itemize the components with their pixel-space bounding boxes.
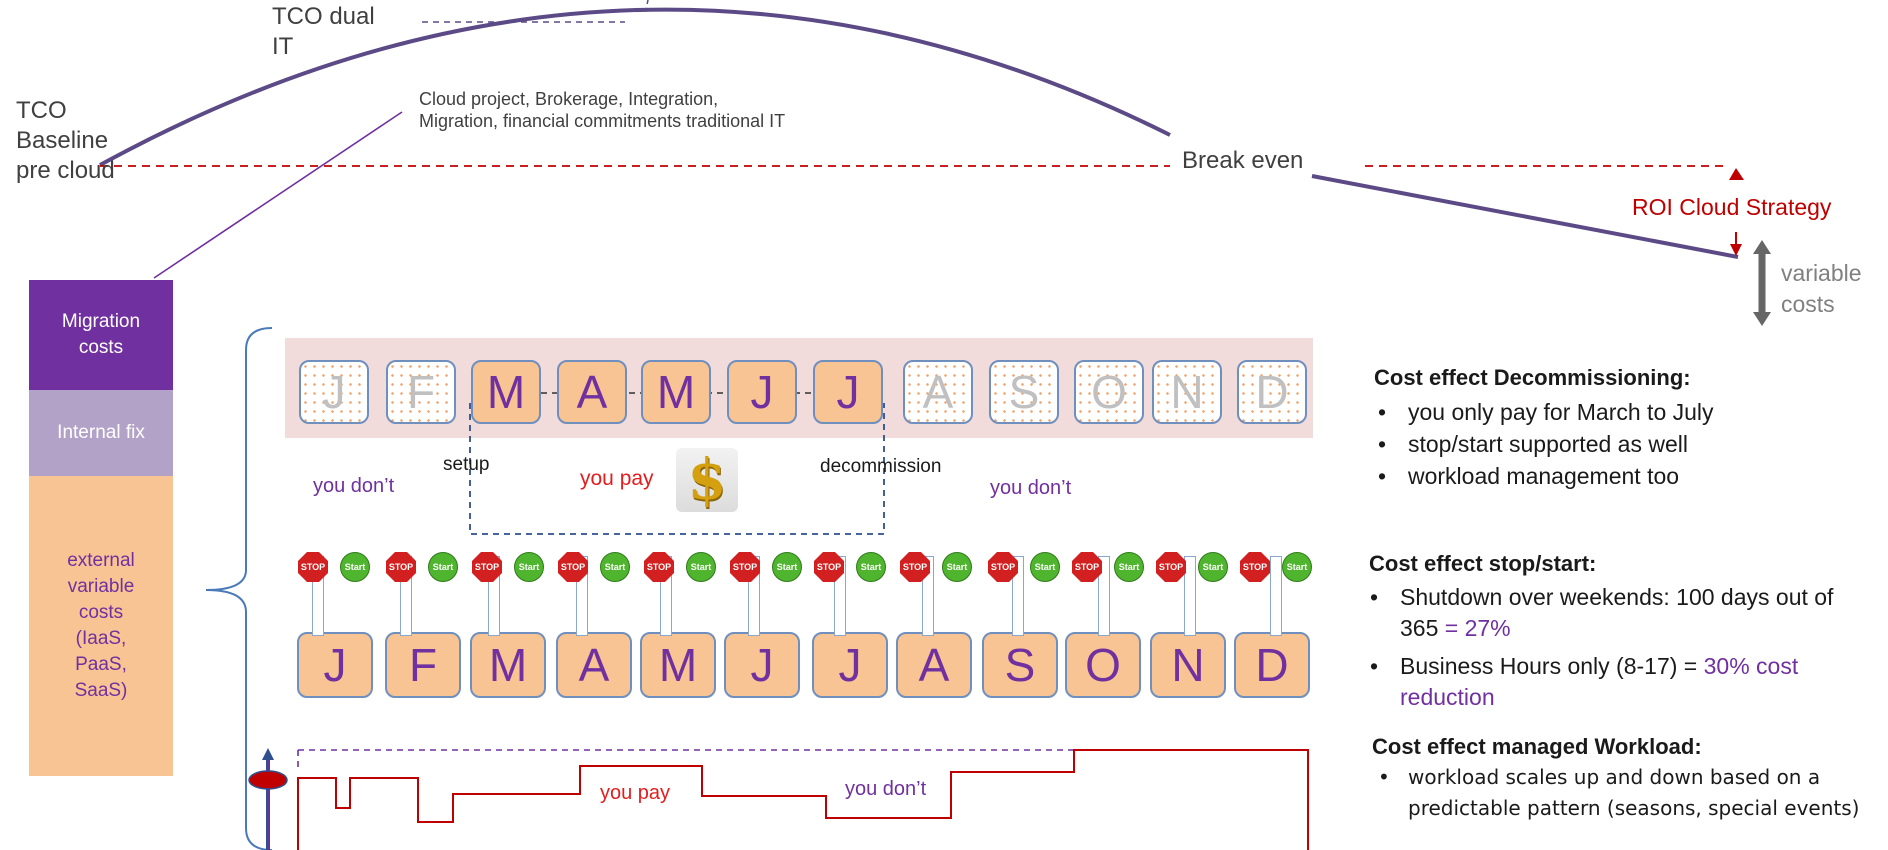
you-pay-label: you pay xyxy=(580,467,654,490)
start-icon: Start xyxy=(772,552,802,582)
start-icon: Start xyxy=(340,552,370,582)
connector xyxy=(1270,556,1282,636)
stop-icon: STOP xyxy=(730,552,760,582)
start-icon: Start xyxy=(1114,552,1144,582)
month-tile: J xyxy=(297,632,373,698)
stop-icon: STOP xyxy=(644,552,674,582)
month-tile: F xyxy=(385,632,461,698)
month-tile: M xyxy=(470,632,546,698)
cloud-project-label: Cloud project, Brokerage, Integration, M… xyxy=(419,89,786,131)
month-tile: J xyxy=(724,632,800,698)
start-icon: Start xyxy=(600,552,630,582)
month-tile: J xyxy=(813,360,883,424)
you-dont-left-label: you don’t xyxy=(313,475,395,497)
stop-icon: STOP xyxy=(558,552,588,582)
stop-icon: STOP xyxy=(1072,552,1102,582)
month-tile: M xyxy=(640,632,716,698)
stopstart-item: Business Hours only (8-17) = 30% cost re… xyxy=(1364,651,1879,713)
stop-icon: STOP xyxy=(386,552,416,582)
month-tile: S xyxy=(989,360,1059,424)
connector xyxy=(1098,556,1110,636)
stop-icon: STOP xyxy=(988,552,1018,582)
decom-item: stop/start supported as well xyxy=(1372,428,1872,460)
decom-title: Cost effect Decommissioning: xyxy=(1374,365,1691,390)
decom-list: you only pay for March to July stop/star… xyxy=(1372,396,1872,492)
break-even-label: Break even xyxy=(1182,147,1304,174)
month-tile: J xyxy=(727,360,797,424)
month-tile: A xyxy=(903,360,973,424)
external-costs-bar: external variable costs (IaaS, PaaS, Saa… xyxy=(29,476,173,776)
month-tile: D xyxy=(1237,360,1307,424)
stop-icon: STOP xyxy=(298,552,328,582)
month-tile: A xyxy=(557,360,627,424)
stop-icon: STOP xyxy=(900,552,930,582)
roi-label: ROI Cloud Strategy xyxy=(1632,194,1832,220)
start-icon: Start xyxy=(1198,552,1228,582)
decom-item: you only pay for March to July xyxy=(1372,396,1872,428)
connector xyxy=(1184,556,1196,636)
migration-costs-bar: Migration costs xyxy=(29,280,173,390)
decom-item: workload management too xyxy=(1372,460,1872,492)
workload-list: workload scales up and down based on a p… xyxy=(1372,762,1887,824)
start-icon: Start xyxy=(942,552,972,582)
month-tile: N xyxy=(1150,632,1226,698)
internal-fix-bar: Internal fix xyxy=(29,390,173,476)
tco-curve xyxy=(99,7,1171,167)
dollar-icon: $ xyxy=(676,447,738,513)
tco-dual-label: TCO dual IT xyxy=(272,3,375,60)
workload-title: Cost effect managed Workload: xyxy=(1372,734,1702,759)
stop-icon: STOP xyxy=(1240,552,1270,582)
start-icon: Start xyxy=(856,552,886,582)
month-tile: O xyxy=(1074,360,1144,424)
workload-you-pay-label: you pay xyxy=(600,782,671,804)
start-icon: Start xyxy=(686,552,716,582)
month-tile: A xyxy=(896,632,972,698)
stopstart-item: Shutdown over weekends: 100 days out of … xyxy=(1364,582,1840,644)
setup-label: setup xyxy=(443,454,490,475)
tco-decline xyxy=(1311,174,1739,259)
month-tile: F xyxy=(386,360,456,424)
tco-baseline-label: TCO Baseline pre cloud xyxy=(16,97,115,184)
month-tile: O xyxy=(1065,632,1141,698)
month-tile: M xyxy=(471,360,541,424)
month-tile: D xyxy=(1234,632,1310,698)
month-tile: N xyxy=(1152,360,1222,424)
curly-brace xyxy=(205,327,273,850)
month-tile: J xyxy=(812,632,888,698)
stop-icon: STOP xyxy=(814,552,844,582)
month-tile: S xyxy=(982,632,1058,698)
stop-icon: STOP xyxy=(1156,552,1186,582)
workload-line xyxy=(297,749,1309,850)
start-icon: Start xyxy=(1030,552,1060,582)
variable-costs-label: variable costs xyxy=(1781,260,1862,317)
workload-item: workload scales up and down based on a p… xyxy=(1372,762,1887,824)
start-icon: Start xyxy=(514,552,544,582)
month-tile: M xyxy=(641,360,711,424)
workload-you-dont-label: you don’t xyxy=(845,778,927,800)
month-tile: J xyxy=(299,360,369,424)
decommission-label: decommission xyxy=(820,456,942,477)
start-icon: Start xyxy=(428,552,458,582)
start-icon: Start xyxy=(1282,552,1312,582)
stop-icon: STOP xyxy=(472,552,502,582)
month-tile: A xyxy=(556,632,632,698)
you-dont-right-label: you don’t xyxy=(990,477,1072,499)
stopstart-title: Cost effect stop/start: xyxy=(1369,551,1597,576)
stopstart-list: Shutdown over weekends: 100 days out of … xyxy=(1364,582,1879,713)
